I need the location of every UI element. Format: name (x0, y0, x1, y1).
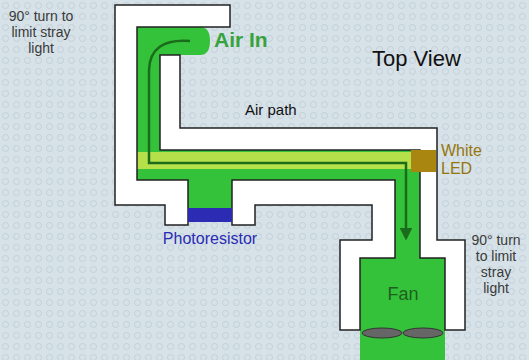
node-label: Photoresistor (163, 230, 257, 248)
inlet-label: Air In (214, 28, 268, 52)
note-text: 90° turn to limit stray light (467, 232, 525, 296)
node-label: White LED (441, 142, 493, 179)
node-label: Fan (387, 284, 418, 305)
fan-blade (362, 328, 402, 338)
photoresistor-block: Photoresistor (188, 208, 232, 222)
path-label: Air path (245, 101, 297, 118)
fan-blade (403, 328, 443, 338)
fan-box: Fan (362, 262, 444, 326)
note-text: 90° turn to limit stray light (6, 8, 76, 56)
view-title: Top View (372, 46, 461, 71)
light-beam (137, 152, 420, 169)
inner-wall (160, 55, 465, 330)
led-marker: White LED (411, 150, 436, 172)
airflow-arrow (149, 41, 406, 238)
